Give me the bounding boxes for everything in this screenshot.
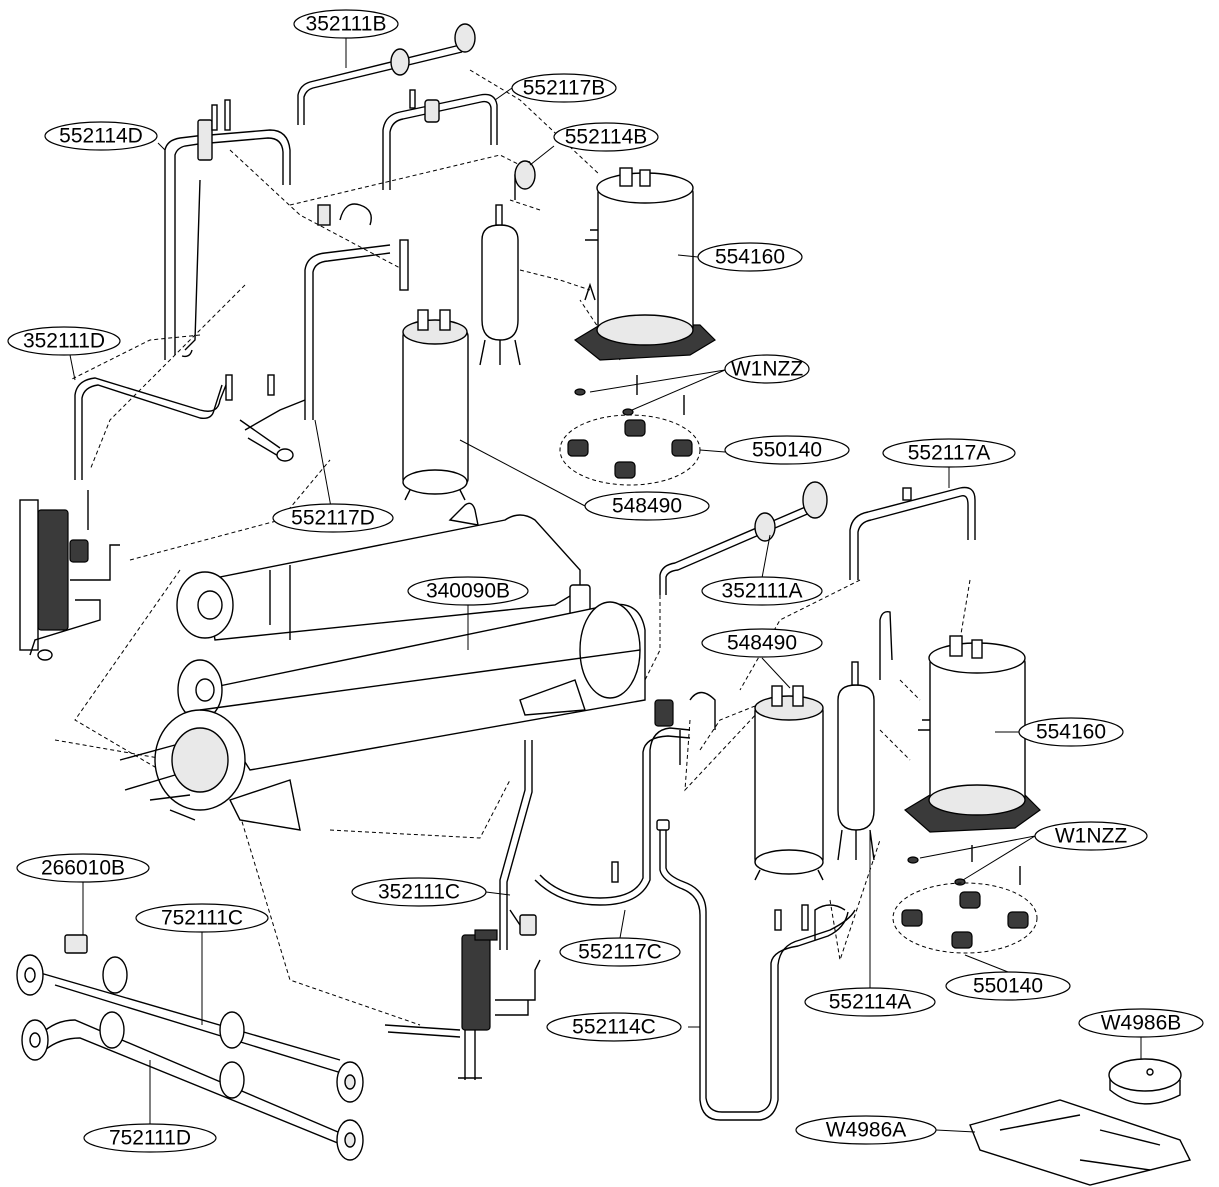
- callout-340090B: 340090B: [407, 576, 529, 606]
- svg-text:552117B: 552117B: [523, 77, 606, 100]
- callout-552114C: 552114C: [546, 1012, 682, 1042]
- callout-352111B: 352111B: [293, 9, 399, 39]
- svg-text:552114A: 552114A: [829, 991, 912, 1014]
- part-552117D-pipe: [239, 374, 306, 462]
- part-accumulator-bottom: [837, 610, 893, 861]
- svg-text:352111C: 352111C: [378, 881, 460, 904]
- callout-548490-bottom: 548490: [701, 628, 823, 658]
- svg-text:352111D: 352111D: [23, 330, 105, 353]
- part-552117C-pipe: [534, 691, 716, 906]
- part-550140-mounts-top: [559, 375, 701, 486]
- callout-552117C: 552117C: [559, 937, 681, 967]
- svg-text:752111C: 752111C: [161, 907, 243, 930]
- part-352111D-pipe: [74, 374, 233, 480]
- callout-550140-bottom: 550140: [945, 971, 1071, 1001]
- callout-552114B: 552114B: [553, 122, 659, 152]
- part-752111D-flanged-pipe: [21, 1011, 364, 1161]
- part-W4986A-panel: [969, 1099, 1192, 1186]
- callout-W1NZZ-bottom: W1NZZ: [1034, 821, 1148, 851]
- part-554160-compressor-top: [573, 167, 716, 361]
- svg-text:W1NZZ: W1NZZ: [1055, 825, 1127, 848]
- svg-text:752111D: 752111D: [109, 1127, 191, 1150]
- svg-text:552117D: 552117D: [291, 507, 375, 530]
- svg-text:W4986B: W4986B: [1101, 1012, 1182, 1035]
- part-pipe-bend-midtop: [304, 203, 409, 420]
- svg-text:266010B: 266010B: [41, 857, 125, 880]
- part-548490-receiver-top: [402, 309, 469, 501]
- part-plate-heat-exchanger-left: [19, 490, 120, 661]
- part-W4986B-cap: [1108, 1058, 1182, 1105]
- callout-W4986B: W4986B: [1078, 1008, 1204, 1038]
- callout-752111D: 752111D: [83, 1123, 217, 1153]
- part-552117B-pipe: [382, 89, 498, 190]
- svg-text:548490: 548490: [727, 632, 797, 655]
- callout-labels: 352111B 552117B 552114D 552114B 554160 3…: [7, 9, 1204, 1153]
- part-550140-mounts-bottom: [892, 845, 1038, 954]
- svg-text:552114C: 552114C: [572, 1016, 656, 1039]
- part-552114C-pipe: [656, 819, 856, 1121]
- svg-text:352111B: 352111B: [306, 13, 387, 36]
- callout-266010B: 266010B: [16, 853, 150, 883]
- callout-552117A: 552117A: [882, 438, 1016, 468]
- part-552114B-pipe: [514, 160, 536, 200]
- callout-552114D: 552114D: [44, 121, 158, 151]
- svg-text:352111A: 352111A: [722, 580, 803, 603]
- assembly-guide-lines: [54, 69, 971, 1026]
- callout-352111C: 352111C: [351, 877, 487, 907]
- svg-text:340090B: 340090B: [426, 580, 510, 603]
- callout-752111C: 752111C: [135, 903, 269, 933]
- svg-text:550140: 550140: [973, 975, 1043, 998]
- callout-552114A: 552114A: [804, 987, 936, 1017]
- part-352111B-pipe: [297, 23, 476, 125]
- callout-352111A: 352111A: [701, 576, 823, 606]
- callout-552117D: 552117D: [272, 503, 394, 533]
- part-752111C-flanged-pipe: [16, 934, 364, 1103]
- svg-text:554160: 554160: [715, 246, 785, 269]
- part-552117A-pipe: [849, 486, 976, 580]
- part-548490-receiver-bottom: [754, 685, 824, 881]
- svg-text:552117C: 552117C: [578, 941, 662, 964]
- part-accumulator-top: [479, 204, 521, 366]
- callout-554160-bottom: 554160: [1018, 717, 1124, 747]
- callout-554160-top: 554160: [697, 242, 803, 272]
- svg-text:554160: 554160: [1036, 721, 1106, 744]
- svg-text:552114D: 552114D: [59, 125, 143, 148]
- callout-352111D: 352111D: [7, 326, 121, 356]
- part-552114D-pipe-assembly: [164, 99, 291, 360]
- svg-text:548490: 548490: [612, 495, 682, 518]
- rubber-mount: [567, 419, 693, 479]
- callout-550140-top: 550140: [724, 435, 850, 465]
- part-352111A-pipe: [659, 481, 828, 595]
- part-554160-compressor-bottom: [903, 635, 1041, 833]
- part-352111C-pipe-assembly: [384, 740, 541, 1080]
- svg-text:W1NZZ: W1NZZ: [731, 358, 803, 381]
- part-340090B-heat-exchanger: [119, 502, 646, 831]
- callout-552117B: 552117B: [511, 73, 617, 103]
- callout-W4986A: W4986A: [795, 1115, 937, 1145]
- callout-548490-top: 548490: [584, 491, 710, 521]
- svg-text:552114B: 552114B: [565, 126, 648, 149]
- svg-text:552117A: 552117A: [908, 442, 991, 465]
- callout-W1NZZ-top: W1NZZ: [724, 354, 810, 384]
- svg-text:550140: 550140: [752, 439, 822, 462]
- svg-text:W4986A: W4986A: [826, 1119, 907, 1142]
